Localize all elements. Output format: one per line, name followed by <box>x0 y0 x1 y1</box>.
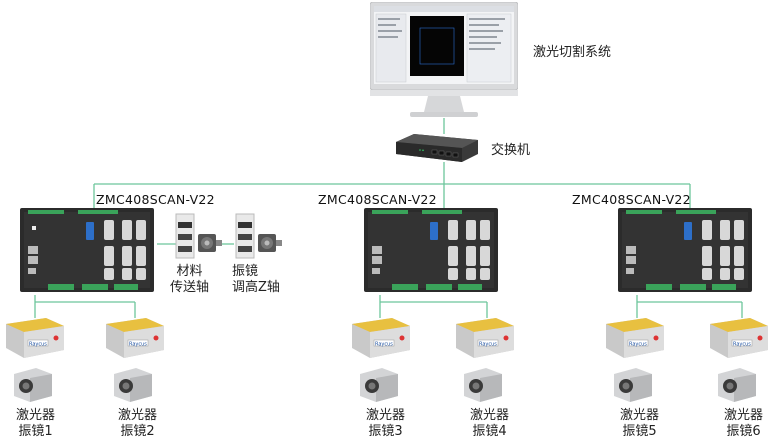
laser-label-2: 激光器振镜2 <box>118 408 158 439</box>
laser-label-6: 激光器振镜6 <box>724 408 764 439</box>
controller-title-3: ZMC408SCAN-V22 <box>572 192 691 207</box>
controller-device <box>616 206 756 296</box>
network-switch <box>392 132 480 164</box>
controller-title-2: ZMC408SCAN-V22 <box>318 192 437 207</box>
system-label: 激光切割系统 <box>533 45 612 60</box>
servo-drive-galvo-z <box>234 212 284 260</box>
svg-text:Raycus: Raycus <box>733 342 751 348</box>
laser-unit: Raycus <box>102 316 168 406</box>
servo-galvo-label: 振镜 调高Z轴 <box>232 264 280 295</box>
laser-unit: Raycus <box>602 316 668 406</box>
svg-text:Raycus: Raycus <box>29 342 47 348</box>
svg-text:Raycus: Raycus <box>629 342 647 348</box>
laser-label-3: 激光器振镜3 <box>366 408 406 439</box>
laser-unit: Raycus <box>348 316 414 406</box>
controller-title-1: ZMC408SCAN-V22 <box>96 192 215 207</box>
monitor <box>369 1 519 118</box>
laser-label-1: 激光器振镜1 <box>16 408 56 439</box>
controller-device <box>18 206 158 296</box>
servo-material-label: 材料 传送轴 <box>170 264 210 295</box>
svg-text:Raycus: Raycus <box>479 342 497 348</box>
switch-label: 交换机 <box>491 143 531 158</box>
svg-text:Raycus: Raycus <box>129 342 147 348</box>
controller-device <box>362 206 502 296</box>
servo-drive-material <box>174 212 224 260</box>
laser-label-5: 激光器振镜5 <box>620 408 660 439</box>
laser-unit: Raycus <box>2 316 68 406</box>
laser-label-4: 激光器振镜4 <box>470 408 510 439</box>
laser-unit: Raycus <box>452 316 518 406</box>
laser-unit: Raycus <box>706 316 772 406</box>
svg-text:Raycus: Raycus <box>375 342 393 348</box>
